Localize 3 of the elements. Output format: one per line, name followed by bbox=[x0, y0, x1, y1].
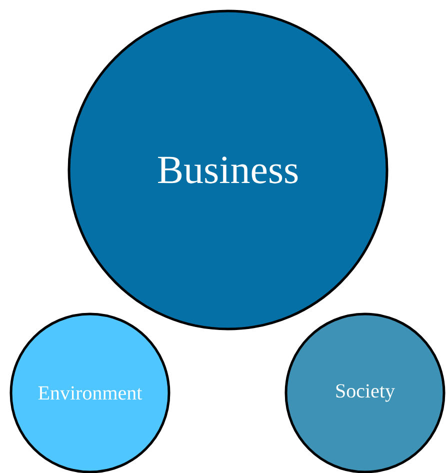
circle-node: Society bbox=[284, 312, 446, 473]
circle-node: Environment bbox=[10, 312, 170, 473]
circle-node: Business bbox=[68, 10, 388, 330]
